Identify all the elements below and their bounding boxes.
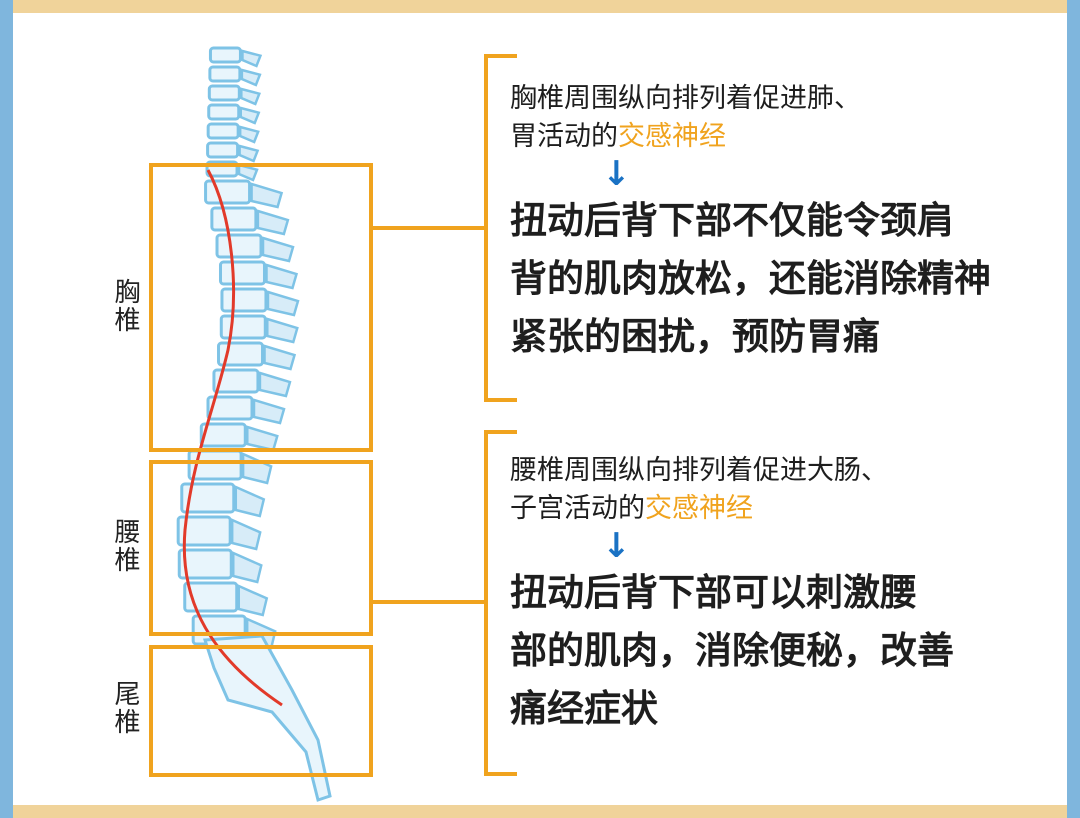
spinous-process <box>250 182 284 209</box>
vertebra <box>206 122 240 140</box>
vertebra <box>180 482 236 514</box>
thoracic-note: 胸椎周围纵向排列着促进肺、 胃活动的交感神经 ↓ 扭动后背下部不仅能令颈肩 背的… <box>510 80 991 366</box>
vertebra <box>206 141 240 159</box>
vertebra <box>220 287 268 313</box>
vertebra <box>207 84 241 102</box>
coccyx-label: 尾椎 <box>110 680 140 736</box>
lumbar-box <box>149 460 373 636</box>
arrow-down-icon: ↓ <box>602 154 631 194</box>
vertebra <box>218 260 266 286</box>
thoracic-benefit-line1: 扭动后背下部不仅能令颈肩 <box>510 199 954 242</box>
bottom-border <box>0 805 1080 818</box>
vertebra <box>207 103 241 121</box>
spinous-process <box>258 371 292 398</box>
vertebra <box>204 179 252 205</box>
vertebra <box>183 581 239 613</box>
coccyx-box <box>149 645 373 777</box>
lumbar-benefit-line3: 痛经症状 <box>510 687 658 730</box>
spinous-process <box>240 68 262 87</box>
spinous-process <box>252 398 286 425</box>
spinous-process <box>238 125 260 144</box>
spinous-process <box>263 344 297 371</box>
spinous-process <box>238 144 260 163</box>
thoracic-bracket <box>484 54 517 402</box>
thoracic-note-line1: 胸椎周围纵向排列着促进肺、 <box>510 83 861 114</box>
thoracic-note-line2: 胃活动的交感神经 <box>510 118 991 156</box>
vertebra <box>215 233 263 259</box>
spinous-process <box>266 290 300 317</box>
spinous-process <box>241 452 273 485</box>
lumbar-note-line2: 子宫活动的交感神经 <box>510 490 954 528</box>
vertebra <box>177 548 233 580</box>
spinous-process <box>266 317 299 344</box>
lumbar-note-line2-text: 子宫活动的 <box>510 493 645 524</box>
thoracic-benefit-line2: 背的肌肉放松，还能消除精神 <box>510 257 991 300</box>
vertebra <box>212 368 260 394</box>
lumbar-note-line1: 腰椎周围纵向排列着促进大肠、 <box>510 455 888 486</box>
lumbar-benefit-line1: 扭动后背下部可以刺激腰 <box>510 571 917 614</box>
spinous-process <box>265 263 299 290</box>
thoracic-box <box>149 163 373 452</box>
spinous-process <box>241 49 263 68</box>
spine <box>176 46 332 802</box>
thoracic-benefit-line3: 紧张的困扰，预防胃痛 <box>510 315 880 358</box>
vertebra <box>208 65 242 83</box>
spinous-process <box>240 87 261 106</box>
thoracic-note-line2-text: 胃活动的 <box>510 121 618 152</box>
thoracic-label: 胸椎 <box>110 278 140 334</box>
spinous-process <box>246 425 279 452</box>
spinous-process <box>237 584 269 617</box>
spinous-process <box>256 209 290 236</box>
lumbar-bracket <box>484 430 517 776</box>
vertebra <box>219 314 267 340</box>
right-border <box>1067 0 1080 818</box>
vertebra <box>210 206 258 232</box>
vertebra <box>208 46 242 64</box>
spinous-process <box>230 518 262 551</box>
spinous-process <box>237 163 259 182</box>
vertebra <box>206 395 254 421</box>
lumbar-highlight: 交感神经 <box>645 493 753 524</box>
vertebra <box>199 422 247 448</box>
thoracic-highlight: 交感神经 <box>618 121 726 152</box>
left-border <box>0 0 13 818</box>
lumbar-note: 腰椎周围纵向排列着促进大肠、 子宫活动的交感神经 ↓ 扭动后背下部可以刺激腰 部… <box>510 452 954 738</box>
vertebra <box>176 515 232 547</box>
arrow-down-icon: ↓ <box>602 526 631 566</box>
spinous-process <box>239 106 261 125</box>
spinous-process <box>261 236 295 263</box>
nerve-line <box>182 169 283 707</box>
sacrum-coccyx <box>202 634 332 802</box>
top-border <box>0 0 1080 13</box>
spinous-process <box>234 485 266 518</box>
lumbar-benefit-line2: 部的肌肉，消除便秘，改善 <box>510 629 954 672</box>
lumbar-label: 腰椎 <box>110 518 140 574</box>
spinous-process <box>232 551 263 584</box>
